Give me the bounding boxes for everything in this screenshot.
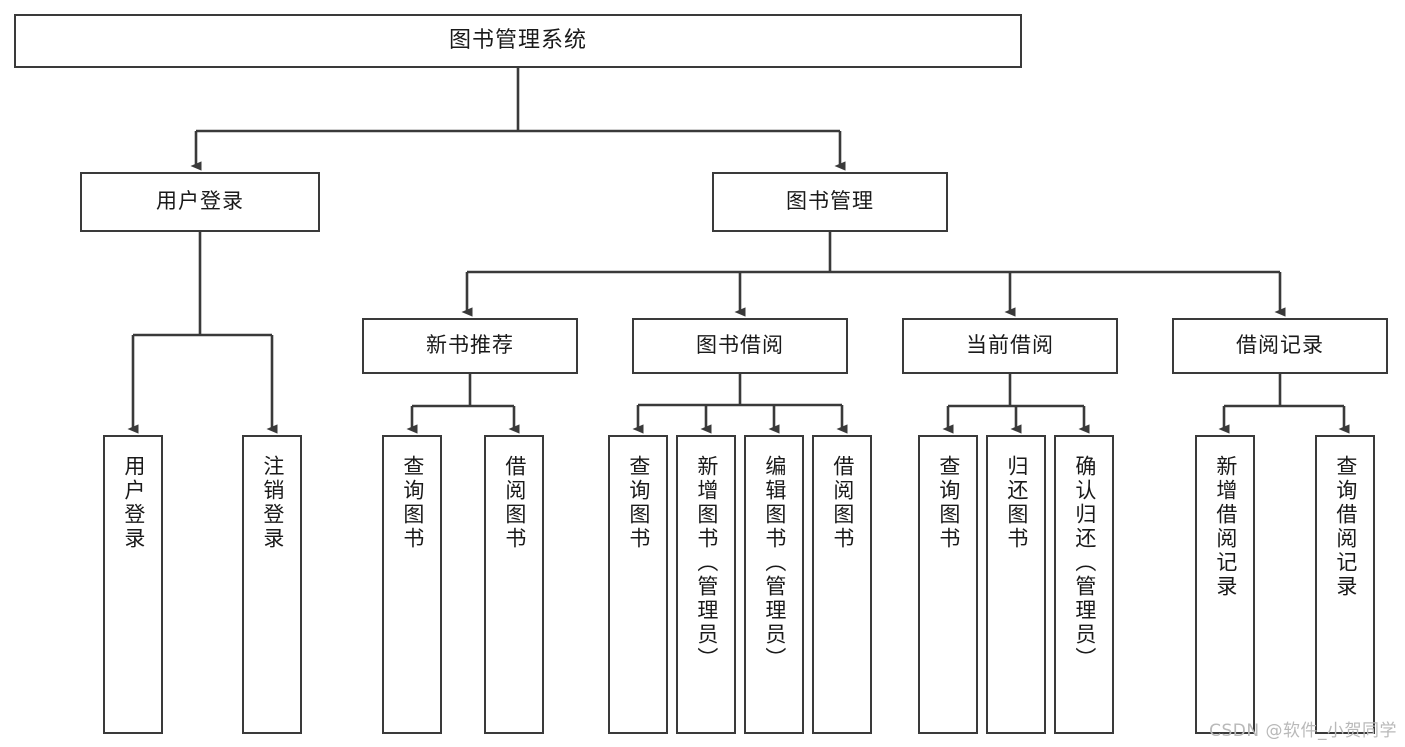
leaf-user-login-logout[interactable]: 注销登录 (242, 435, 302, 734)
leaf-label: 注销登录 (260, 455, 285, 551)
leaf-book-borrow-edit[interactable]: 编辑图书（管理员） (744, 435, 804, 734)
leaf-label: 新增图书（管理员） (694, 455, 719, 671)
node-user-login[interactable]: 用户登录 (80, 172, 320, 232)
leaf-label: 确认归还（管理员） (1072, 455, 1097, 671)
node-book-management[interactable]: 图书管理 (712, 172, 948, 232)
node-label: 图书管理系统 (448, 27, 587, 53)
node-label: 借阅记录 (1236, 333, 1324, 358)
leaf-label: 编辑图书（管理员） (762, 455, 787, 671)
node-label: 当前借阅 (966, 333, 1054, 358)
leaf-label: 查询图书 (400, 455, 425, 551)
node-borrow-record[interactable]: 借阅记录 (1172, 318, 1388, 374)
leaf-new-book-query[interactable]: 查询图书 (382, 435, 442, 734)
leaf-label: 查询图书 (936, 455, 961, 551)
node-label: 新书推荐 (426, 333, 514, 358)
leaf-label: 查询借阅记录 (1333, 455, 1358, 599)
node-current-borrow[interactable]: 当前借阅 (902, 318, 1118, 374)
leaf-current-borrow-confirm-return[interactable]: 确认归还（管理员） (1054, 435, 1114, 734)
leaf-label: 查询图书 (626, 455, 651, 551)
watermark: CSDN @软件_小贺同学 (1209, 721, 1397, 741)
leaf-label: 用户登录 (121, 455, 146, 551)
leaf-current-borrow-query[interactable]: 查询图书 (918, 435, 978, 734)
leaf-new-book-borrow[interactable]: 借阅图书 (484, 435, 544, 734)
leaf-label: 新增借阅记录 (1213, 455, 1238, 599)
node-root-system[interactable]: 图书管理系统 (14, 14, 1022, 68)
leaf-user-login-login[interactable]: 用户登录 (103, 435, 163, 734)
node-new-book-recommend[interactable]: 新书推荐 (362, 318, 578, 374)
leaf-label: 借阅图书 (502, 455, 527, 551)
leaf-label: 借阅图书 (830, 455, 855, 551)
leaf-borrow-record-add[interactable]: 新增借阅记录 (1195, 435, 1255, 734)
leaf-book-borrow-add[interactable]: 新增图书（管理员） (676, 435, 736, 734)
leaf-book-borrow-borrow[interactable]: 借阅图书 (812, 435, 872, 734)
leaf-book-borrow-query[interactable]: 查询图书 (608, 435, 668, 734)
node-book-borrow[interactable]: 图书借阅 (632, 318, 848, 374)
node-label: 用户登录 (156, 189, 244, 214)
node-label: 图书管理 (786, 189, 874, 214)
leaf-current-borrow-return[interactable]: 归还图书 (986, 435, 1046, 734)
leaf-borrow-record-query[interactable]: 查询借阅记录 (1315, 435, 1375, 734)
leaf-label: 归还图书 (1004, 455, 1029, 551)
node-label: 图书借阅 (696, 333, 784, 358)
